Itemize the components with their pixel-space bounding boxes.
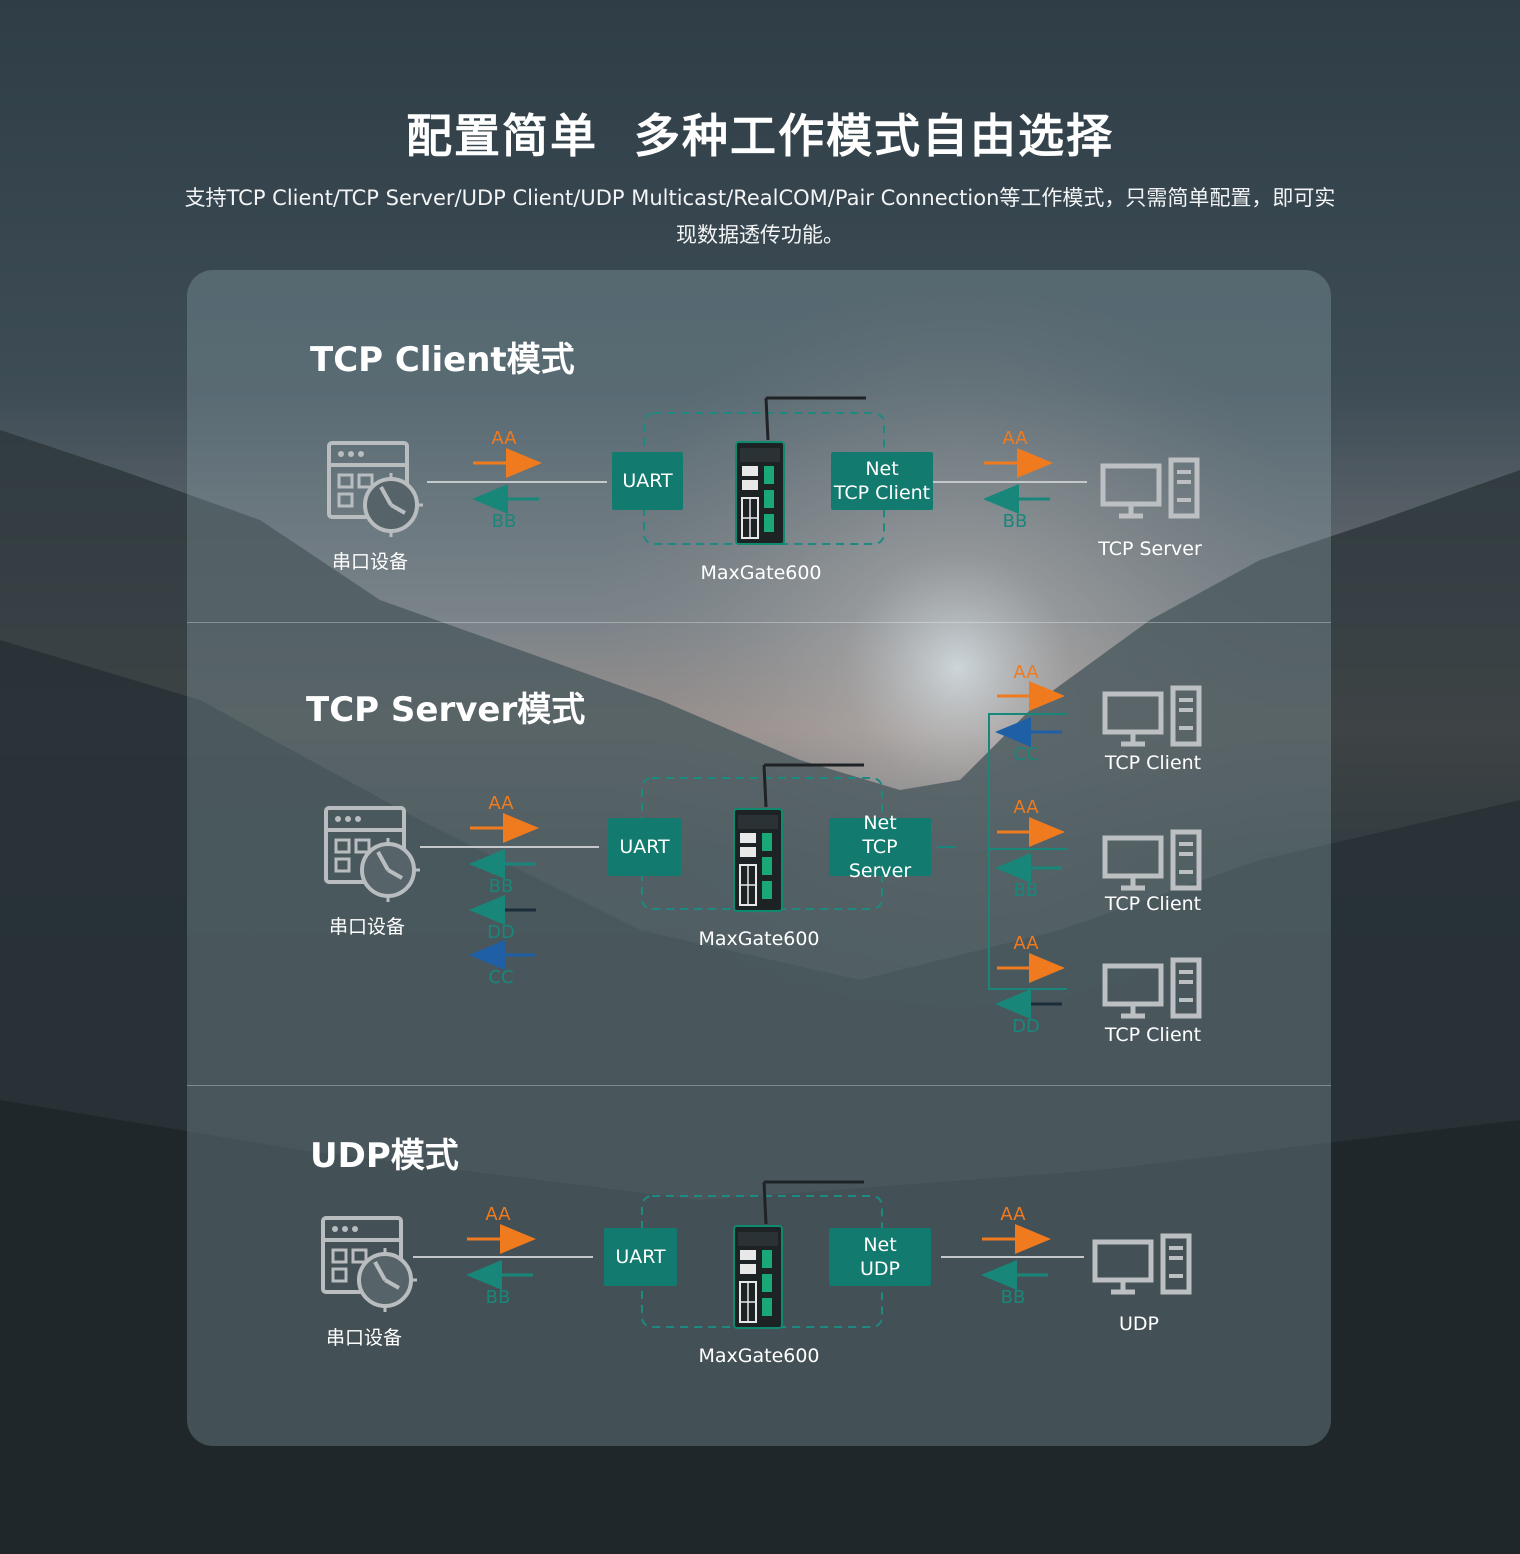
receive-label: CC	[488, 967, 514, 988]
computer-icon	[1105, 832, 1199, 888]
gateway-label: MaxGate600	[700, 562, 822, 584]
peer-label: TCP Server	[1098, 538, 1202, 560]
serial-device-icon	[324, 806, 422, 904]
uart-box: UART	[604, 1228, 677, 1286]
receive-label: BB	[1002, 511, 1028, 532]
receive-label: DD	[1012, 1016, 1040, 1037]
gateway-label: MaxGate600	[698, 928, 820, 950]
serial-device-label: 串口设备	[325, 1327, 403, 1349]
net-mode-label: TCP Client	[833, 482, 931, 504]
uart-label: UART	[622, 470, 673, 492]
serial-device-label: 串口设备	[328, 916, 406, 938]
net-box: Net UDP	[829, 1228, 931, 1286]
uart-box: UART	[612, 452, 683, 510]
receive-label: BB	[488, 876, 514, 897]
uart-label: UART	[615, 1246, 666, 1268]
receive-label: DD	[487, 922, 515, 943]
receive-label: BB	[485, 1287, 511, 1308]
receive-label: BB	[1000, 1287, 1026, 1308]
client-label: TCP Client	[1104, 752, 1202, 774]
peer-label: UDP	[1119, 1313, 1159, 1335]
section-title-tcp-server: TCP Server模式	[306, 690, 586, 730]
net-label: Net	[863, 812, 897, 834]
uart-label: UART	[619, 836, 670, 858]
page-title: 配置简单 多种工作模式自由选择	[405, 109, 1115, 163]
receive-label: BB	[491, 511, 517, 532]
send-label: AA	[488, 793, 514, 814]
diagram-graphics	[321, 396, 1331, 1330]
section-divider	[187, 1085, 1331, 1086]
page-subtitle: 支持TCP Client/TCP Server/UDP Client/UDP M…	[184, 186, 1336, 247]
send-label: AA	[1000, 1204, 1026, 1225]
send-label: AA	[1013, 662, 1039, 683]
send-label: AA	[1002, 428, 1028, 449]
net-mode-label: TCP Server	[848, 836, 912, 882]
uart-box: UART	[608, 818, 681, 876]
section-title-udp: UDP模式	[310, 1136, 459, 1176]
net-mode-label: UDP	[860, 1258, 900, 1280]
serial-device-label: 串口设备	[331, 551, 409, 573]
receive-label: BB	[1013, 880, 1039, 901]
receive-label: CC	[1013, 744, 1039, 765]
send-label: AA	[1013, 933, 1039, 954]
gateway-label: MaxGate600	[698, 1345, 820, 1367]
computer-icon	[1095, 1236, 1189, 1292]
send-label: AA	[491, 428, 517, 449]
computer-icon	[1105, 960, 1199, 1016]
net-box: Net TCP Server	[829, 812, 931, 882]
send-label: AA	[485, 1204, 511, 1225]
send-label: AA	[1013, 797, 1039, 818]
serial-device-icon	[321, 1216, 419, 1314]
net-label: Net	[865, 458, 899, 480]
modes-panel: TCP Client模式 AA BB 串口设备 UART Net TCP Cli…	[187, 270, 1331, 1446]
section-divider	[187, 622, 1331, 623]
computer-icon	[1103, 460, 1197, 516]
section-title-tcp-client: TCP Client模式	[310, 340, 575, 380]
client-label: TCP Client	[1104, 1024, 1202, 1046]
client-label: TCP Client	[1104, 893, 1202, 915]
net-label: Net	[863, 1234, 897, 1256]
serial-device-icon	[327, 441, 425, 539]
net-box: Net TCP Client	[831, 452, 933, 510]
computer-icon	[1105, 688, 1199, 744]
